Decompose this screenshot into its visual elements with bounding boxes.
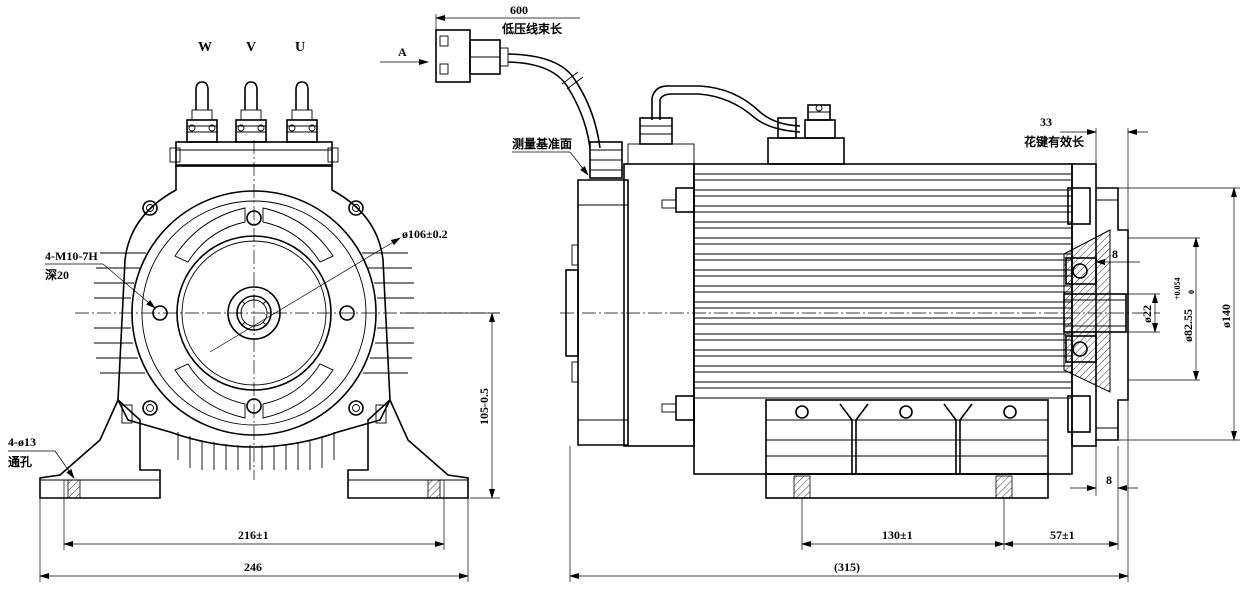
mount-holes-label-2: 深20 xyxy=(45,267,69,282)
bracket-bolt-icon xyxy=(795,405,809,419)
cable-gland-w xyxy=(186,81,218,143)
right-foot xyxy=(347,398,469,499)
foot-hole-right xyxy=(427,479,441,499)
cable-length-value: 600 xyxy=(510,3,528,17)
mount-holes-leader xyxy=(102,263,156,309)
phase-label-v: V xyxy=(246,40,256,55)
side-view: A 600 低压线束长 测量基准面 xyxy=(380,3,1240,582)
overall-length-label: (315) xyxy=(834,560,860,574)
phase-label-w: W xyxy=(198,40,212,55)
foot-spacing-label: 216±1 xyxy=(238,528,269,542)
front-view: W V U ø106±0.2 4-M10-7H 深20 4-ø13 通孔 105… xyxy=(8,40,500,582)
spigot-tol-upper: +0.054 xyxy=(1173,277,1182,300)
sensor-cable xyxy=(651,85,801,127)
spigot-ring xyxy=(176,235,332,391)
spline-length-label: 花键有效长 xyxy=(1024,134,1085,149)
bore-leader xyxy=(209,237,401,353)
left-foot xyxy=(39,398,161,499)
phase-label-u: U xyxy=(295,40,305,55)
flange-section-hatch xyxy=(1063,229,1111,393)
bracket-bolt-icon xyxy=(1003,405,1017,419)
flange-spigot xyxy=(1096,187,1129,441)
rear-end-bell xyxy=(623,163,695,447)
sensor-gland xyxy=(639,117,673,145)
right-cooling-fins xyxy=(362,252,414,374)
spline-teeth xyxy=(237,296,271,330)
output-shaft xyxy=(1063,293,1127,333)
flange-dia-label: ø140 xyxy=(1219,304,1233,328)
lug-bolt-icon xyxy=(348,200,364,216)
flange-thickness-top: 8 xyxy=(1112,247,1118,261)
view-arrow-label: A xyxy=(398,45,407,59)
foot-holes-label-1: 4-ø13 xyxy=(8,435,36,449)
overall-width-label: 246 xyxy=(244,560,262,574)
spigot-dia-label: ø82.55 xyxy=(1181,309,1195,342)
lug-bolt-icon xyxy=(142,400,158,416)
side-foot-base xyxy=(765,473,1049,499)
harness-cable xyxy=(507,53,601,149)
mount-hole-right xyxy=(339,305,355,321)
flange-thickness-bottom: 8 xyxy=(1106,473,1112,487)
bracket-bolt-icon xyxy=(899,405,913,419)
left-cooling-fins xyxy=(94,252,146,374)
bore-diameter-label: ø106±0.2 xyxy=(402,227,448,241)
cable-length-label: 低压线束长 xyxy=(501,21,563,36)
bearing-upper xyxy=(1065,257,1097,285)
low-voltage-connector xyxy=(435,29,509,83)
rear-cap xyxy=(577,179,629,446)
finned-stator-housing xyxy=(693,163,1073,475)
lug-bolt-icon xyxy=(348,400,364,416)
foot-hole-left xyxy=(67,479,81,499)
shaft-height-label: 105-0.5 xyxy=(477,388,491,425)
cable-gland-v xyxy=(235,81,267,143)
body-fins xyxy=(694,173,1072,399)
foot-holes-leader xyxy=(54,450,75,479)
end-shield-outer xyxy=(131,190,377,436)
bearing-lower xyxy=(1065,335,1097,363)
lug-bolt-icon xyxy=(142,200,158,216)
mount-hole-left xyxy=(152,305,168,321)
bottom-cooling-fins xyxy=(177,432,335,470)
foot-to-flange-label: 57±1 xyxy=(1050,528,1075,542)
shaft-dia-label: ø22 xyxy=(1140,305,1154,323)
reference-surface-label: 测量基准面 xyxy=(512,136,572,151)
mount-hole-top xyxy=(246,210,262,226)
mount-holes-label-1: 4-M10-7H xyxy=(45,249,98,263)
mount-hole-bottom xyxy=(246,398,262,414)
housing-outline xyxy=(117,164,391,448)
top-terminal-box xyxy=(767,137,845,165)
cable-gland-u xyxy=(286,81,318,143)
shaft-boss xyxy=(227,286,281,340)
spigot-tol-lower: 0 xyxy=(1187,290,1196,294)
foot-holes-label-2: 通孔 xyxy=(8,454,32,469)
foot-spacing-side-label: 130±1 xyxy=(882,528,913,542)
spline-length-value: 33 xyxy=(1040,115,1052,129)
